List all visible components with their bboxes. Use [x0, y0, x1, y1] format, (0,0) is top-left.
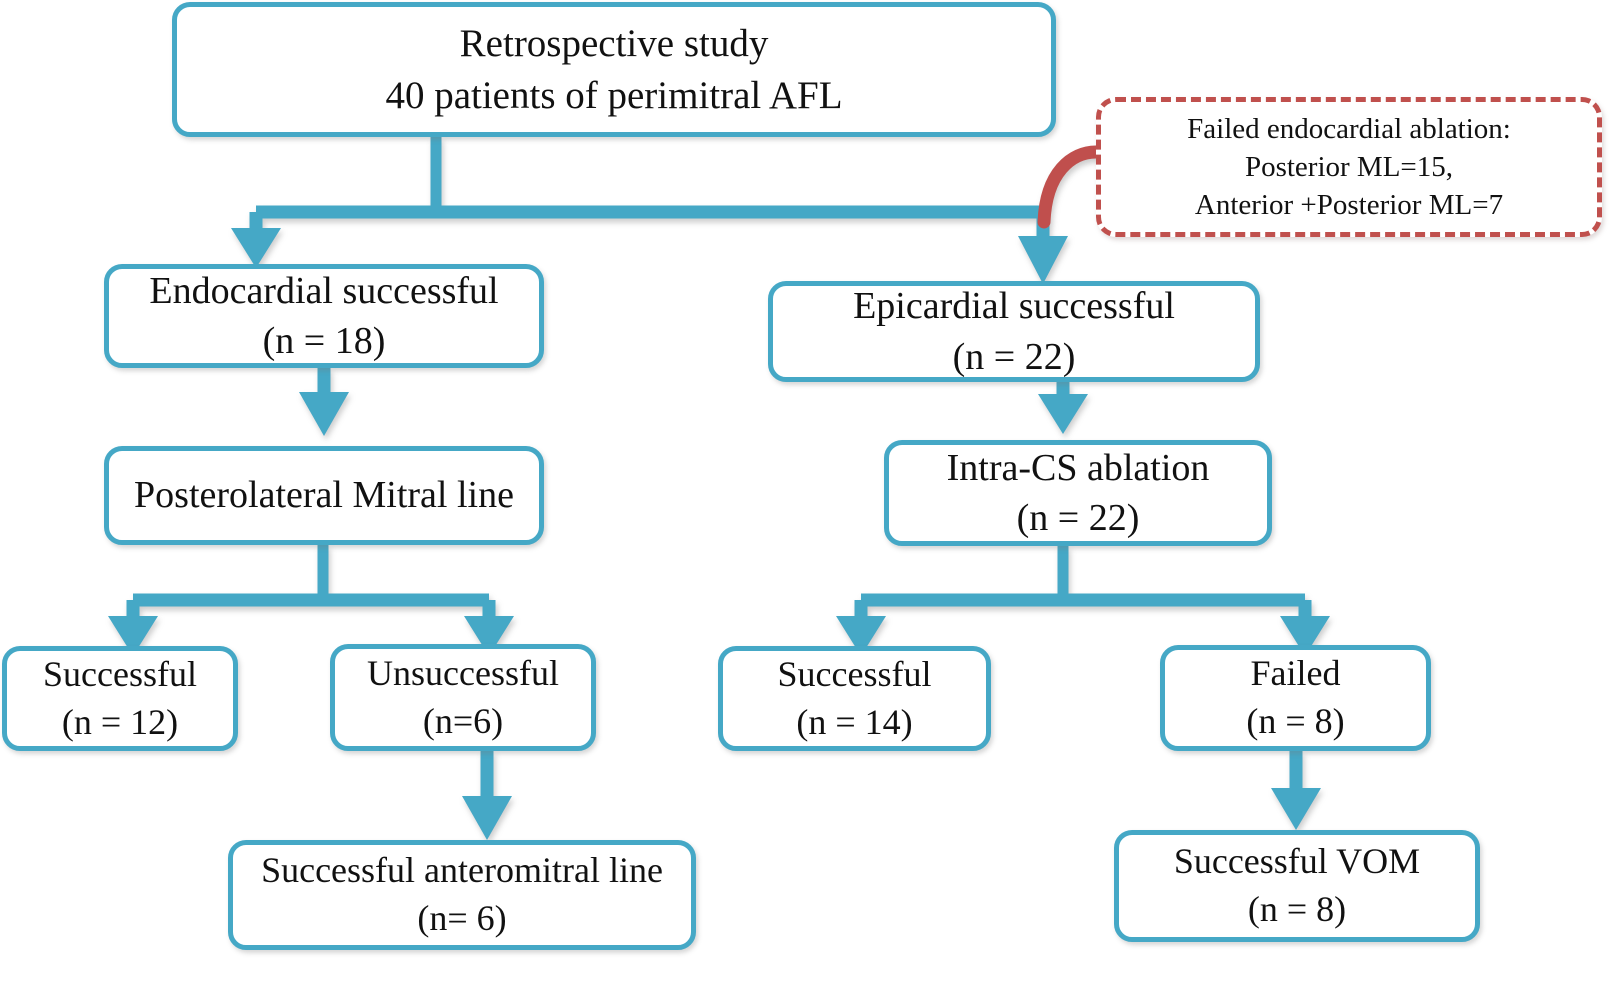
edge-epicardial-to-intracs [1038, 382, 1088, 434]
node-successful-anteromitral-line[interactable]: Successful anteromitral line (n= 6) [228, 840, 696, 950]
node-line: (n = 8) [1247, 889, 1347, 929]
node-successful-vom[interactable]: Successful VOM (n = 8) [1114, 830, 1480, 942]
edge-posterolateral-split [108, 545, 514, 656]
node-line: Posterior ML=15, [1244, 150, 1454, 183]
node-intra-cs-ablation[interactable]: Intra-CS ablation (n = 22) [884, 440, 1272, 546]
node-endocardial-successful[interactable]: Endocardial successful (n = 18) [104, 264, 544, 368]
node-line: (n = 12) [61, 701, 179, 742]
node-line: (n = 8) [1246, 701, 1345, 741]
node-line: Intra-CS ablation [946, 446, 1210, 489]
edge-root-to-children [231, 137, 1068, 284]
node-line: Unsuccessful [367, 652, 559, 693]
node-line: Successful anteromitral line [261, 850, 663, 891]
node-successful-14[interactable]: Successful (n = 14) [718, 646, 991, 751]
node-successful-12[interactable]: Successful (n = 12) [2, 646, 238, 751]
node-line: (n = 18) [262, 320, 386, 362]
node-line: (n = 14) [796, 701, 913, 742]
edge-failed-note-curve [1037, 145, 1103, 229]
node-line: Anterior +Posterior ML=7 [1194, 189, 1504, 222]
node-failed-endocardial-ablation-note[interactable]: Failed endocardial ablation: Posterior M… [1096, 97, 1602, 237]
edge-unsuccessful-to-anteromitral [462, 751, 512, 840]
node-line: (n=6) [422, 700, 504, 741]
node-unsuccessful-6[interactable]: Unsuccessful (n=6) [330, 644, 596, 751]
node-retrospective-study[interactable]: Retrospective study 40 patients of perim… [172, 2, 1056, 137]
edge-intracs-split [836, 546, 1330, 656]
node-line: Posterolateral Mitral line [134, 474, 514, 517]
node-line: Failed [1250, 653, 1341, 694]
node-line: (n = 22) [952, 335, 1076, 378]
node-line: Epicardial successful [853, 285, 1175, 328]
node-epicardial-successful[interactable]: Epicardial successful (n = 22) [768, 281, 1260, 382]
edge-endocardial-to-posterolateral [299, 368, 349, 436]
node-line: Failed endocardial ablation: [1187, 112, 1511, 145]
edge-failed-to-vom [1271, 751, 1321, 830]
node-line: (n = 22) [1016, 497, 1140, 539]
node-line: Successful [43, 653, 197, 694]
node-line: Retrospective study [459, 22, 769, 66]
node-line: 40 patients of perimitral AFL [385, 73, 843, 117]
node-line: Successful VOM [1173, 841, 1421, 882]
node-line: (n= 6) [417, 898, 507, 938]
node-failed-8[interactable]: Failed (n = 8) [1160, 645, 1431, 751]
node-line: Successful [777, 653, 932, 694]
node-posterolateral-mitral-line[interactable]: Posterolateral Mitral line [104, 446, 544, 545]
node-line: Endocardial successful [149, 269, 499, 312]
